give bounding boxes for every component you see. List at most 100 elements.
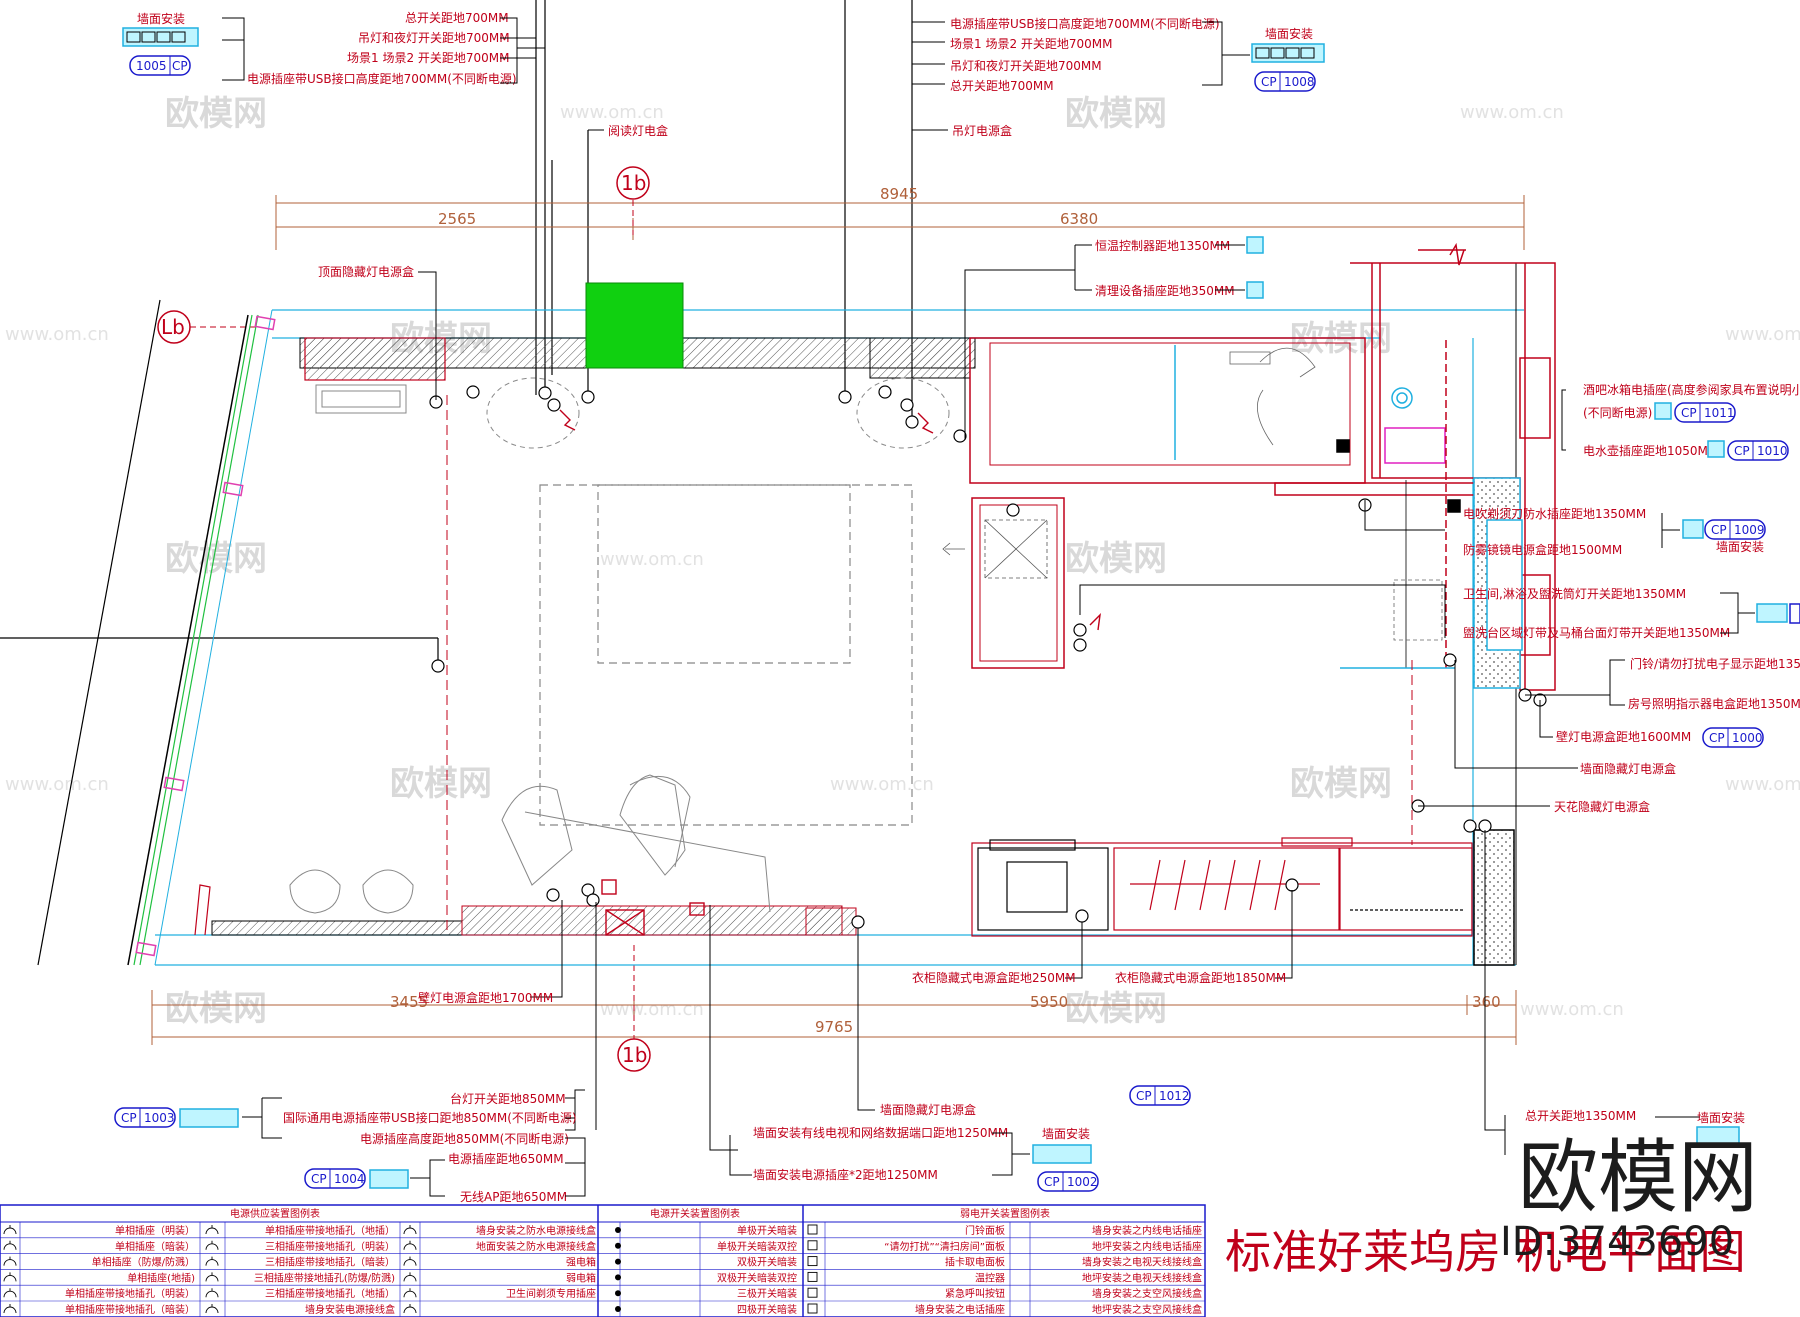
annotation-shaver: 电吹剃须刀防水插座距地1350MM 防雾镜镜电源盒距地1500MM CP 100…	[1364, 500, 1766, 557]
legend-cell: 地面安装之防水电源接线盒	[476, 1240, 596, 1253]
cp-tag-number: 1010	[1757, 444, 1788, 458]
dim-bottom-total: 9765	[815, 1018, 853, 1036]
switch-panel-icon	[1756, 603, 1788, 623]
annotation-line: 壁灯电源盒距地1700MM	[418, 990, 553, 1005]
master-switch-icon	[1696, 1126, 1740, 1146]
legend-table: 电源供应装置图例表 电源开关装置图例表 弱电开关装置图例表 单相插座（明装）单相…	[0, 1204, 1206, 1317]
watermark: 欧模网	[1290, 319, 1392, 359]
legend-weak-icon	[807, 1303, 818, 1314]
annotation-top-left: 墙面安装 1005 CP 总开关距地700MM 吊灯和夜灯开关距地700MM 场…	[122, 11, 545, 86]
socket-panel-icon	[1251, 43, 1325, 63]
dim-bottom-mid: 5950	[1030, 993, 1068, 1011]
sofa-top	[315, 384, 407, 414]
annotation-line: 阅读灯电盒	[608, 123, 668, 138]
legend-switch-icon	[615, 1274, 621, 1281]
annotation-line: 总开关距地700MM	[950, 79, 1054, 93]
legend-symbol-icon	[3, 1288, 417, 1298]
cp-tag	[1254, 71, 1316, 92]
annotation-sconce-1700: 壁灯电源盒距地1700MM	[418, 900, 563, 1005]
annotation-tv: 墙面隐藏灯电源盒 墙面安装有线电视和网络数据端口距地1250MM 墙面安装电源插…	[709, 905, 1191, 1192]
annotation-line: 壁灯电源盒距地1600MM	[1556, 729, 1691, 744]
cp-tag-number: 1003	[144, 1111, 175, 1125]
cp-tag-prefix: CP	[1709, 731, 1725, 745]
cp-tag-prefix: CP	[1044, 1175, 1060, 1189]
annotation-line: 电吹剃须刀防水插座距地1350MM	[1463, 506, 1646, 521]
thermostat-icon	[1246, 236, 1264, 254]
annotation-line: 清理设备插座距地350MM	[1095, 283, 1235, 298]
legend-cell: 单相插座（暗装）	[115, 1240, 195, 1253]
watermark-url: www.om.cn	[1725, 774, 1800, 795]
watermark-url: www.om.cn	[600, 549, 704, 570]
watermark-url: www.om.cn	[1520, 999, 1624, 1020]
legend-cell: 三相插座带接地插孔（暗装）	[265, 1256, 395, 1269]
annotation-wardrobe: 衣柜隐藏式电源盒距地250MM 衣柜隐藏式电源盒距地1850MM	[912, 890, 1293, 985]
legend-cell: 单相插座带接地插孔（明装）	[65, 1287, 195, 1300]
legend-cell: 三相插座带接地插孔（明装）	[265, 1240, 395, 1253]
watermark: 欧模网	[1065, 94, 1167, 134]
legend-switch-icon	[615, 1227, 621, 1233]
legend-switch-icon	[615, 1290, 621, 1297]
legend-cell: “请勿打扰”“清扫房间”面板	[884, 1240, 1005, 1253]
annotation-line: 电源插座带USB接口高度距地700MM(不同断电源)	[247, 71, 517, 86]
room-guidelines	[446, 395, 1413, 930]
cp-tag	[114, 1107, 176, 1128]
cp-tag-prefix: CP	[1734, 444, 1750, 458]
cp-tag	[1037, 1171, 1099, 1192]
axis-label-bottom: 1b	[622, 1043, 647, 1067]
annotation-line: 顶面隐藏灯电源盒	[318, 264, 414, 279]
legend-power-header: 电源供应装置图例表	[230, 1207, 320, 1220]
watermark-url: www.om.cn	[600, 999, 704, 1020]
watermarks: 欧模网 www.om.cn 欧模网 www.om.cn 欧模网 欧模网 www.…	[5, 94, 1800, 1029]
shower	[942, 519, 1048, 579]
socket-icon	[1682, 519, 1704, 539]
legend-cell: 墙身安装电源接线盒	[305, 1303, 395, 1316]
watermark-url: www.om.cn	[560, 102, 664, 123]
legend-cell: 弱电箱	[566, 1271, 596, 1284]
annotation-line: 台灯开关距地850MM	[450, 1091, 566, 1106]
axis-marker-bottom: 1b	[617, 945, 651, 1072]
wall-install-label: 墙面安装	[137, 11, 185, 26]
socket-panel-icon	[122, 27, 199, 47]
legend-cell: 墙身安装之电视天线接线盒	[1082, 1256, 1202, 1269]
socket-panel-icon	[179, 1108, 239, 1128]
legend-symbol-icon	[3, 1225, 417, 1235]
legend-weak-icon	[807, 1224, 818, 1235]
legend-switch-icon	[615, 1242, 621, 1249]
lounge-chair	[501, 774, 771, 913]
dim-top-total: 8945	[880, 185, 918, 203]
annotation-line: 盥洗台区域灯带及马桶台面灯带开关距地1350MM	[1463, 625, 1730, 640]
legend-switch-icon	[615, 1258, 621, 1265]
annotation-thermostat: 恒温控制器距地1350MM 清理设备插座距地350MM	[964, 236, 1264, 440]
device-symbols-red	[559, 409, 1101, 936]
legend-cell: 墙身安装之防水电源接线盒	[476, 1224, 596, 1237]
legend-symbol-icon	[3, 1256, 417, 1266]
annotation-bottom-left: 台灯开关距地850MM 国际通用电源插座带USB接口距地850MM(不同断电源)…	[114, 902, 597, 1204]
annotation-line: 吊灯电源盒	[952, 123, 1012, 138]
watermark: 欧模网	[1065, 989, 1167, 1029]
watermark: 欧模网	[1290, 764, 1392, 804]
legend-cell: 墙身安装之内线电话插座	[1092, 1224, 1202, 1237]
annotation-line: 吊灯和夜灯开关距地700MM	[358, 30, 510, 45]
annotation-line: (不同断电源)	[1583, 405, 1652, 420]
annotation-line: 防雾镜镜电源盒距地1500MM	[1463, 542, 1622, 557]
dim-top-right: 6380	[1060, 210, 1098, 228]
legend-cell: 温控器	[975, 1271, 1005, 1284]
annotation-line: 墙面安装有线电视和网络数据端口距地1250MM	[753, 1125, 1008, 1140]
wardrobe	[971, 837, 1473, 937]
wifi-ap-icon	[369, 1169, 409, 1189]
cp-tag	[129, 55, 191, 76]
cp-tag	[304, 1168, 366, 1189]
green-block	[585, 282, 684, 369]
cp-tag-prefix: CP	[172, 59, 188, 73]
cp-tag-prefix: CP	[1136, 1089, 1152, 1103]
legend-weak-icon	[807, 1256, 818, 1267]
annotation-line: 电源插座距地650MM	[448, 1151, 564, 1166]
dim-bottom-left: 3455	[390, 993, 428, 1011]
cp-tag-number: 1005	[136, 59, 167, 73]
dimension-top	[275, 195, 1525, 250]
annotation-line: 门铃/请勿打扰电子显示距地1350	[1630, 656, 1800, 671]
socket-icon	[1654, 402, 1672, 420]
axis-label-top: 1b	[621, 171, 646, 195]
legend-cell: 墙身安装之电话插座	[915, 1303, 1005, 1316]
